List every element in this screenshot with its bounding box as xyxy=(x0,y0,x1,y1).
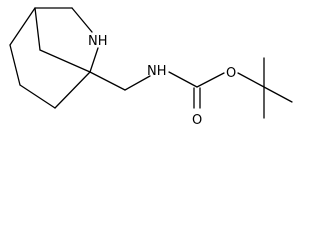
bond-c7-c6 xyxy=(39,49,91,73)
side-chain xyxy=(89,57,293,119)
bond-c1-c3 xyxy=(9,7,36,46)
bond-nh-carbonyl xyxy=(168,71,198,88)
bond-c2-n xyxy=(71,7,93,33)
chemical-structure-diagram: NH NH O O xyxy=(9,7,293,128)
bond-c1-c7 xyxy=(34,7,41,51)
ring-nitrogen-label: NH xyxy=(88,34,108,49)
bond-c4-c5 xyxy=(19,84,56,109)
atom-labels: NH NH O O xyxy=(88,34,236,128)
bond-ester-o-quaternary xyxy=(237,72,265,88)
bond-c6-ch2 xyxy=(89,71,126,91)
bond-carbonyl-ester-o xyxy=(196,72,225,88)
bond-c3-c4 xyxy=(9,44,21,86)
carbonyl-oxygen-label: O xyxy=(192,113,202,128)
bond-ch2-nh xyxy=(124,75,151,91)
bond-n-c6 xyxy=(89,47,99,73)
amide-nitrogen-label: NH xyxy=(147,64,167,79)
bicyclic-ring xyxy=(9,7,99,109)
bond-c5-c6 xyxy=(54,71,91,109)
bond-quaternary-methyl-right xyxy=(263,86,293,103)
ester-oxygen-label: O xyxy=(226,66,236,81)
